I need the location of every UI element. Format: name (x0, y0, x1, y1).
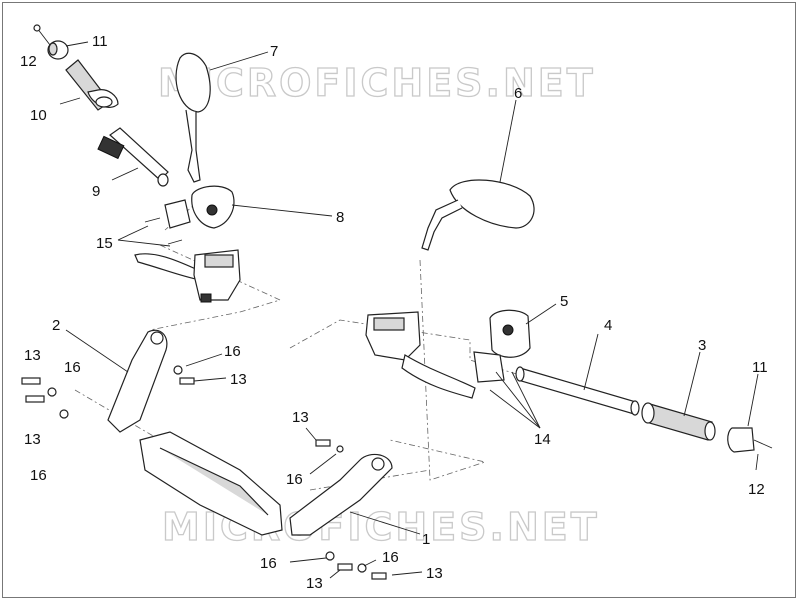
callout-11-top-left: 11 (92, 33, 108, 50)
callout-5: 5 (560, 293, 568, 310)
callout-14: 14 (534, 431, 551, 448)
mirror-6-right (421, 179, 535, 251)
callout-7: 7 (270, 43, 278, 60)
leader-lines (59, 41, 759, 579)
bracket-1 (289, 453, 393, 536)
callout-8: 8 (336, 209, 344, 226)
screw-12-left (33, 24, 51, 46)
callout-9: 9 (92, 183, 100, 200)
bar-end-weight-11-left (47, 40, 69, 60)
callout-1: 1 (422, 531, 430, 548)
bolts-washers-left (21, 365, 195, 419)
bar-end-weight-11-right (727, 427, 773, 453)
switch-housing-8 (164, 185, 235, 229)
switch-housing-5 (473, 309, 531, 383)
callout-12-right: 12 (748, 481, 765, 498)
grip-3-right (641, 402, 716, 441)
throttle-grip-10 (65, 59, 119, 111)
callout-3: 3 (698, 337, 706, 354)
callout-16-left-a: 16 (64, 359, 81, 376)
callout-15: 15 (96, 235, 113, 252)
watermark-top: MICROFICHES.NET (158, 61, 596, 105)
callout-13-middle: 13 (292, 409, 309, 426)
riser-bracket (139, 431, 283, 536)
callout-2: 2 (52, 317, 60, 334)
mirror-7-left (175, 52, 211, 183)
bolts-washers-middle (315, 439, 387, 580)
callout-13-bottom-left: 13 (306, 575, 323, 592)
handlebar-4-right (515, 366, 640, 416)
brake-lever-left (134, 249, 241, 303)
screws-15 (144, 217, 183, 245)
callout-16-center: 16 (224, 343, 241, 360)
callout-13-bottom-right: 13 (426, 565, 443, 582)
callout-16-middle: 16 (286, 471, 303, 488)
callout-16-bottom-right: 16 (382, 549, 399, 566)
callout-10: 10 (30, 107, 47, 124)
handlebar-9-left (97, 127, 169, 187)
brake-lever-right (365, 311, 476, 399)
callout-6: 6 (514, 85, 522, 102)
callout-13-left-b: 13 (24, 431, 41, 448)
callout-13-left-a: 13 (24, 347, 41, 364)
callout-12-top-left: 12 (20, 53, 37, 70)
callout-16-bottom-left: 16 (260, 555, 277, 572)
callout-labels: 12 11 10 9 7 6 8 15 2 13 16 13 16 13 16 … (20, 33, 768, 592)
callout-11-right: 11 (752, 359, 768, 376)
callout-16-left-b: 16 (30, 467, 47, 484)
bracket-2 (107, 329, 168, 433)
callout-4: 4 (604, 317, 612, 334)
callout-13-center: 13 (230, 371, 247, 388)
